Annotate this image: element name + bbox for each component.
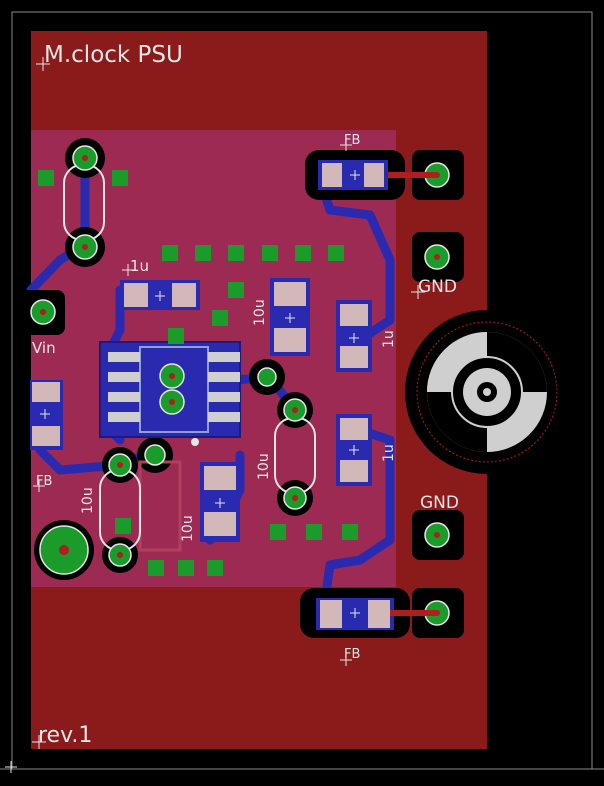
- smd-components[interactable]: [30, 160, 394, 630]
- label-gnd-bottom: GND: [420, 493, 459, 513]
- label-cap-1u-right-b: 1u: [381, 444, 397, 462]
- ic-u1-outline: [139, 346, 209, 433]
- cap-10u-top[interactable]: [270, 278, 310, 356]
- label-fb-left: FB: [36, 474, 52, 489]
- top-traces: [388, 172, 437, 616]
- ic-u1-pads[interactable]: [108, 352, 240, 422]
- round-pads[interactable]: [30, 145, 450, 626]
- label-cap-10u-mid: 10u: [256, 453, 272, 480]
- mounting-hole[interactable]: [416, 321, 558, 463]
- board-title: M.clock PSU: [44, 42, 183, 68]
- label-vin: Vin: [32, 339, 56, 357]
- label-cap-10u-left: 10u: [80, 487, 96, 514]
- fb-left-inductor[interactable]: [30, 380, 63, 450]
- vias[interactable]: [38, 170, 358, 576]
- label-cap-10u-top: 10u: [252, 299, 268, 326]
- board-revision: rev.1: [38, 723, 92, 748]
- label-gnd-top: GND: [418, 277, 457, 297]
- large-pad-left[interactable]: [39, 525, 89, 575]
- label-cap-1u-top: 1u: [130, 257, 149, 275]
- label-cap-1u-right-a: 1u: [381, 330, 397, 348]
- cap-1u-right-b[interactable]: [336, 414, 372, 486]
- label-cap-10u-bottom: 10u: [180, 515, 196, 542]
- label-fb-bottom: FB: [344, 647, 360, 662]
- label-fb-top: FB: [344, 133, 360, 148]
- origin-markers: [5, 57, 425, 773]
- ic-pin1-dot: [191, 438, 199, 446]
